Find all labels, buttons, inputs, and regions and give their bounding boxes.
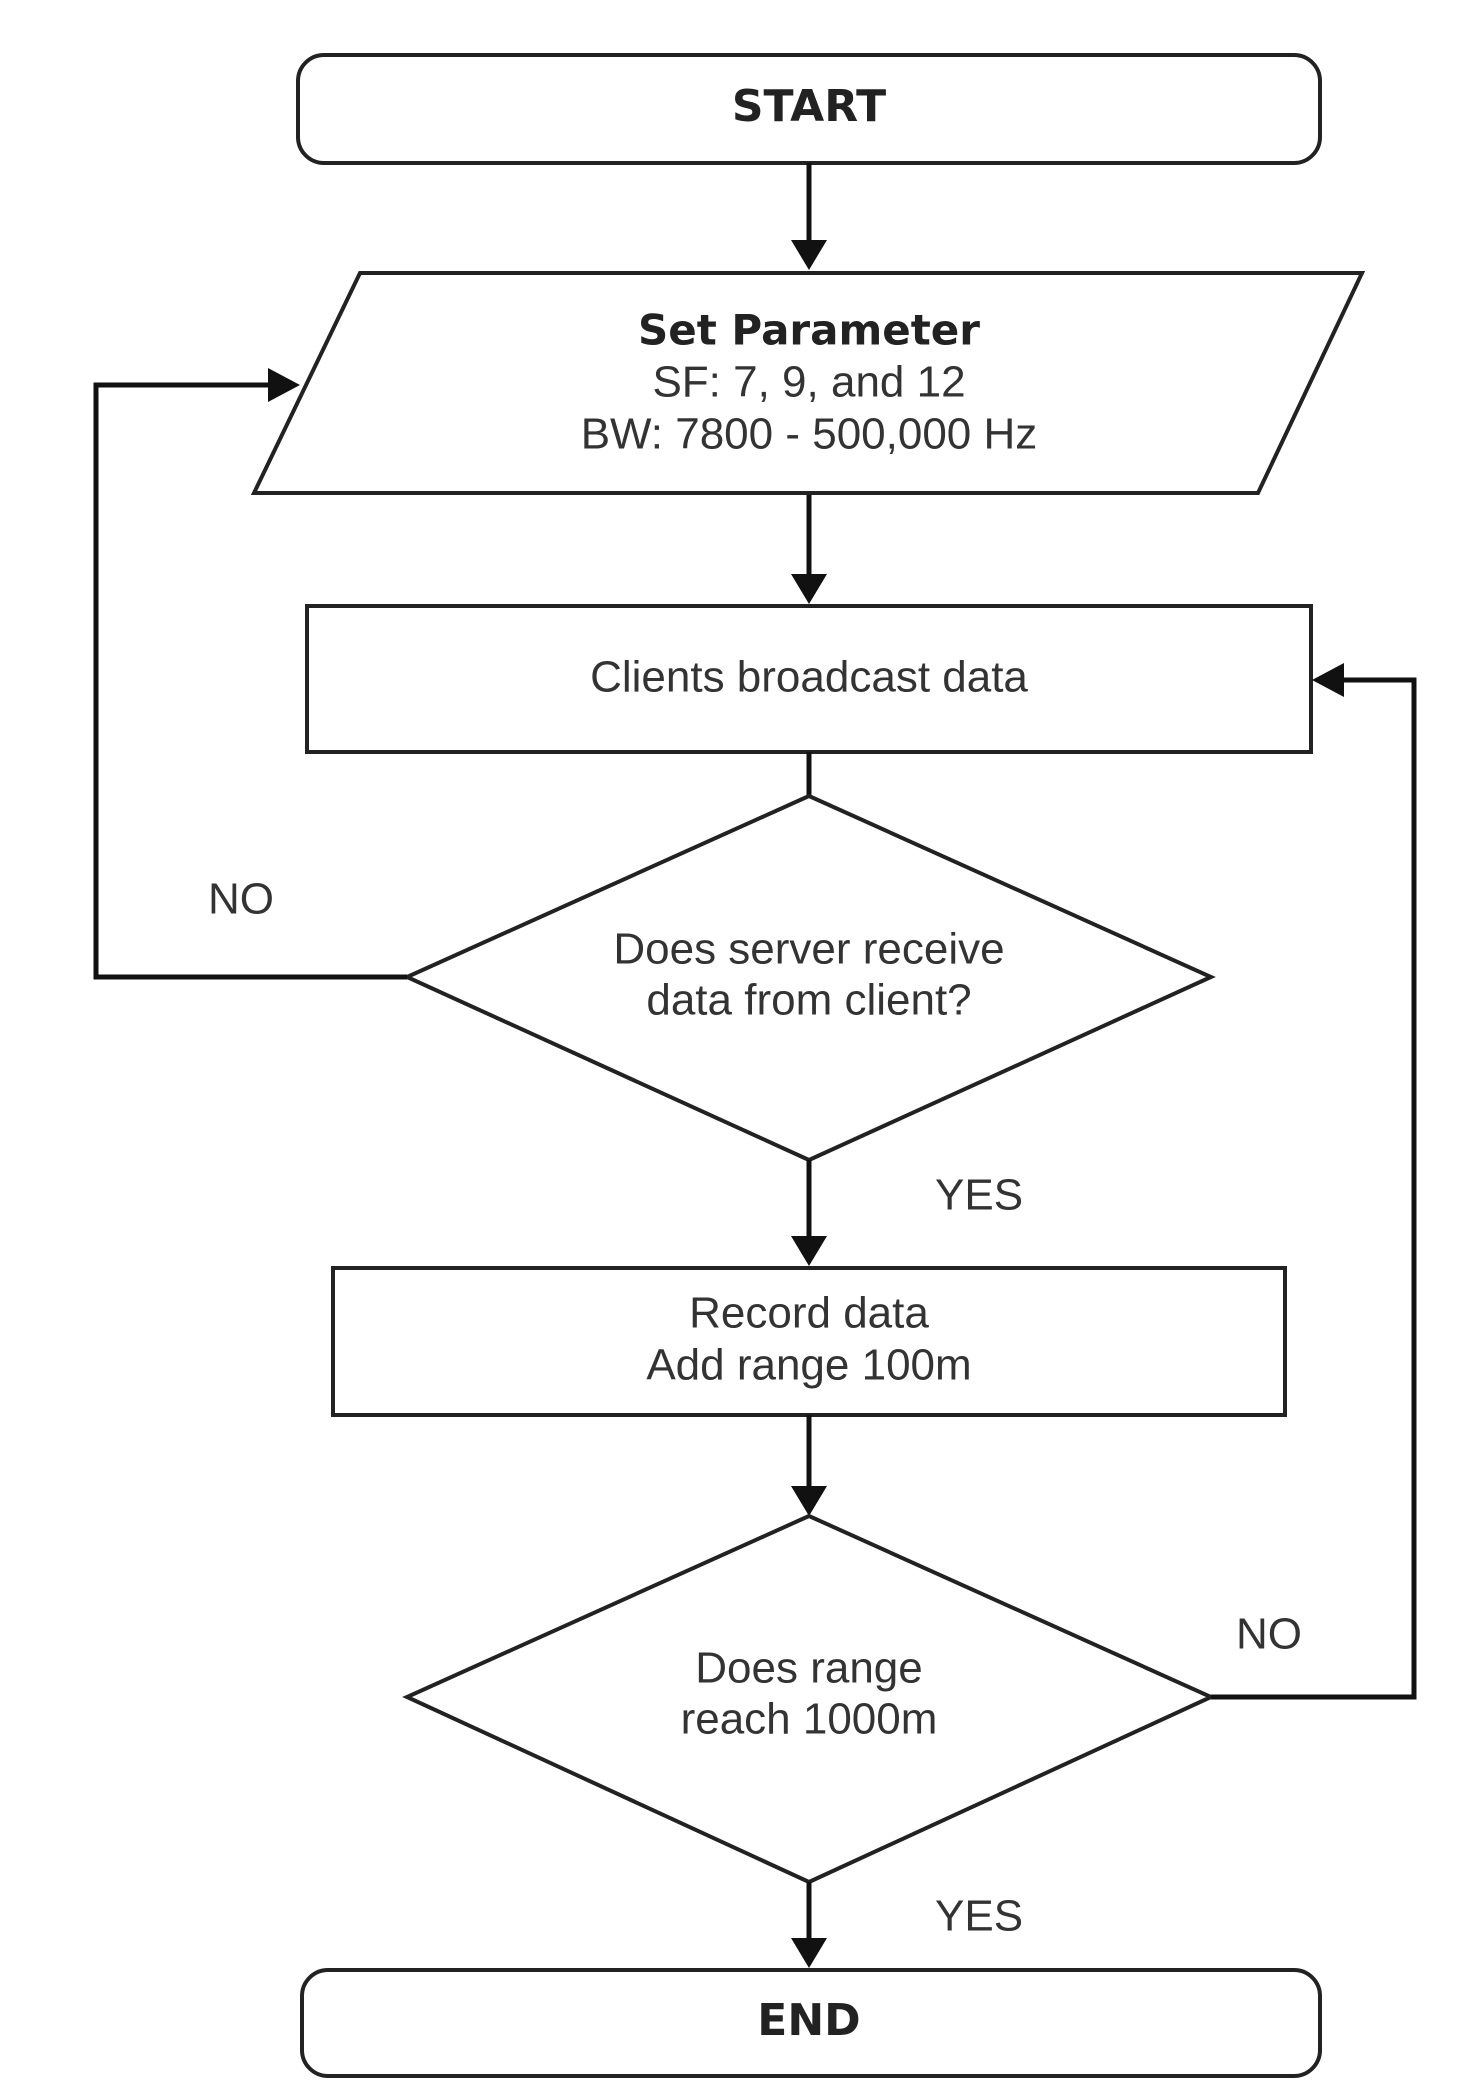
- decision-receive-line1: Does server receive: [613, 925, 1004, 974]
- decision-receive-no-label: NO: [208, 875, 274, 924]
- end-node: END: [300, 1968, 1322, 2078]
- start-node: START: [296, 53, 1322, 165]
- decision-range-line1: Does range: [695, 1644, 922, 1693]
- record-line2: Add range 100m: [646, 1341, 971, 1390]
- decision-range-no-label: NO: [1236, 1610, 1302, 1659]
- decision-range-node: Does range reach 1000m: [402, 1513, 1216, 1885]
- record-line1: Record data: [689, 1289, 929, 1338]
- arrow-record-to-range: [791, 1415, 827, 1516]
- loop-no-to-broadcast: [1211, 663, 1417, 1700]
- start-label: START: [732, 81, 886, 132]
- decision-range-yes-label: YES: [935, 1892, 1023, 1941]
- set-parameter-bw: BW: 7800 - 500,000 Hz: [581, 410, 1038, 459]
- arrow-receive-yes-to-record: [791, 1160, 827, 1266]
- arrow-start-to-parameter: [791, 163, 827, 270]
- broadcast-node: Clients broadcast data: [305, 604, 1313, 754]
- loop-no-to-parameter: [93, 368, 407, 980]
- decision-receive-line2: data from client?: [646, 976, 971, 1025]
- arrow-range-yes-to-end: [791, 1882, 827, 1968]
- arrow-parameter-to-broadcast: [791, 495, 827, 604]
- set-parameter-title: Set Parameter: [638, 306, 980, 355]
- decision-receive-node: Does server receive data from client?: [402, 793, 1216, 1163]
- set-parameter-sf: SF: 7, 9, and 12: [652, 358, 965, 407]
- end-label: END: [757, 1995, 860, 2046]
- record-node: Record data Add range 100m: [331, 1266, 1287, 1417]
- broadcast-label: Clients broadcast data: [590, 653, 1028, 702]
- set-parameter-node: Set Parameter SF: 7, 9, and 12 BW: 7800 …: [250, 271, 1366, 495]
- decision-range-line2: reach 1000m: [681, 1695, 938, 1744]
- decision-receive-yes-label: YES: [935, 1171, 1023, 1220]
